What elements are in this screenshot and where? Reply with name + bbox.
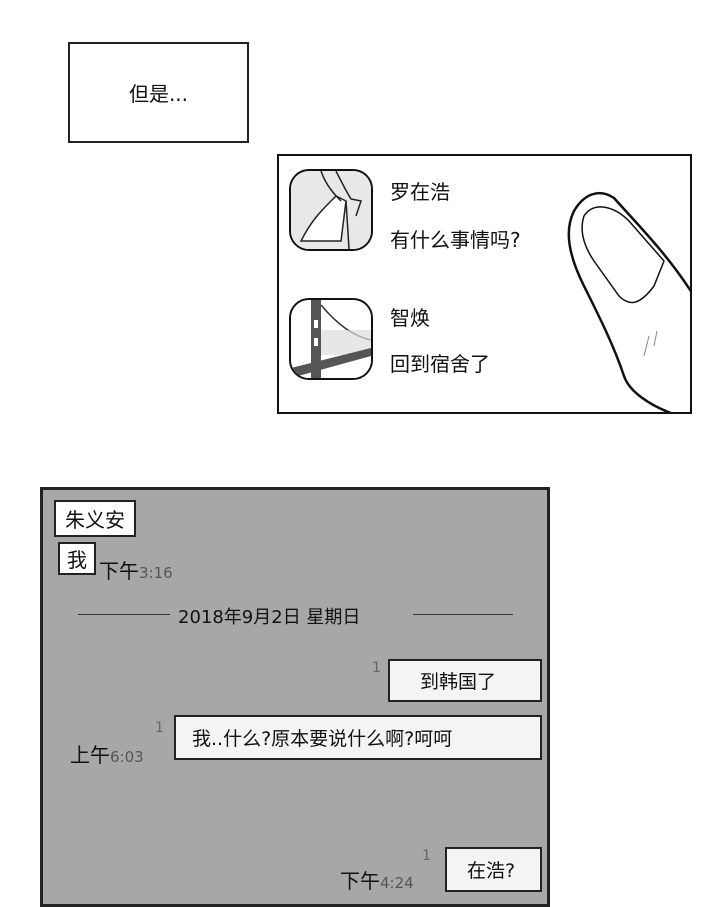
message-text: 在浩? <box>467 860 516 882</box>
message-timestamp: 下午3:16 <box>99 555 173 584</box>
notification-message[interactable]: 回到宿舍了 <box>390 352 490 376</box>
divider-line <box>78 614 170 615</box>
time-value: 6:03 <box>110 748 144 766</box>
read-count: 1 <box>372 660 381 676</box>
notification-sender: 罗在浩 <box>390 180 450 204</box>
avatar-bridge-icon[interactable] <box>289 298 373 380</box>
notification-sender: 智焕 <box>390 306 430 330</box>
caption-text: 但是... <box>128 82 189 106</box>
notification-panel: 罗在浩 有什么事情吗? 智焕 回到宿舍了 <box>277 154 692 414</box>
chat-window: 朱义安 我 下午3:16 2018年9月2日 星期日 1 到韩国了 1 上午6:… <box>40 487 550 907</box>
time-period: 下午 <box>99 559 139 583</box>
notification-message[interactable]: 有什么事情吗? <box>390 228 521 252</box>
contact-name: 朱义安 <box>54 500 136 537</box>
time-period: 下午 <box>340 869 380 893</box>
message-timestamp: 上午6:03 <box>70 739 144 768</box>
message-bubble[interactable]: 我..什么?原本要说什么啊?呵呵 <box>174 715 542 760</box>
message-timestamp: 下午4:24 <box>340 865 414 894</box>
message-bubble[interactable]: 到韩国了 <box>388 659 542 702</box>
message-bubble[interactable]: 我 <box>58 542 96 575</box>
message-text: 我 <box>67 548 87 572</box>
message-bubble[interactable]: 在浩? <box>445 847 542 892</box>
avatar-hands-icon[interactable] <box>289 169 373 251</box>
date-separator: 2018年9月2日 星期日 <box>178 607 361 628</box>
time-value: 3:16 <box>139 564 173 582</box>
time-period: 上午 <box>70 743 110 767</box>
caption-box: 但是... <box>68 42 249 143</box>
divider-line <box>413 614 513 615</box>
finger-drawing <box>567 191 690 412</box>
message-text: 我..什么?原本要说什么啊?呵呵 <box>192 728 453 750</box>
read-count: 1 <box>422 848 431 864</box>
message-text: 到韩国了 <box>420 671 497 693</box>
read-count: 1 <box>155 720 164 736</box>
contact-name-text: 朱义安 <box>65 508 125 532</box>
time-value: 4:24 <box>380 874 414 892</box>
